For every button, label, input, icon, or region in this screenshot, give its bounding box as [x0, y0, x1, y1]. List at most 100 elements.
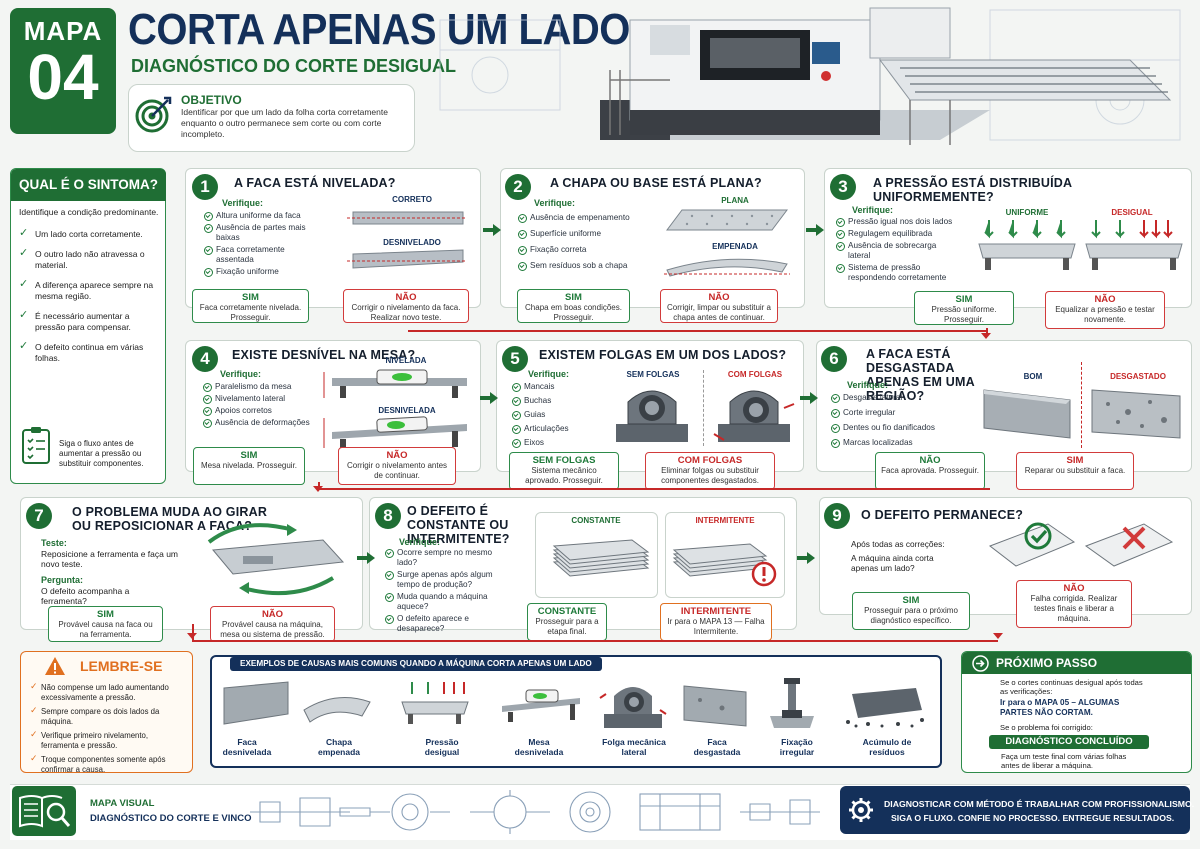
- symptom-panel: QUAL É O SINTOMA? Identifique a condição…: [10, 168, 166, 484]
- plate-warped-icon: [303, 697, 371, 723]
- clipboard-icon: [22, 427, 50, 464]
- check-item: Ausência de partes mais baixas: [204, 223, 324, 243]
- step-4-title: EXISTE DESNÍVEL NA MESA?: [232, 348, 416, 362]
- step-3-title: A PRESSÃO ESTÁ DISTRIBUÍDA UNIFORMEMENTE…: [873, 176, 1072, 204]
- target-icon: [135, 96, 172, 133]
- check-item: Faca corretamente assentada: [204, 245, 324, 265]
- next-step-link[interactable]: Ir para o MAPA 05 – ALGUMAS PARTES NÃO C…: [1000, 698, 1120, 717]
- step-7-test-label: Teste:: [41, 538, 67, 548]
- pressure-uneven-icon: [401, 682, 469, 724]
- symptom-list: Um lado corta corretamente. O outro lado…: [19, 228, 159, 373]
- check-item: Superfície uniforme: [518, 229, 640, 239]
- step-8-img2-label: INTERMITENTE: [695, 516, 755, 525]
- sheet-stack-intermittent-image: [672, 543, 777, 587]
- map-number: 04: [27, 41, 99, 113]
- residue-icon: [846, 688, 924, 728]
- reminder-item: Não compense um lado aumentando excessiv…: [30, 682, 185, 702]
- step-1-checks: Altura uniforme da faca Ausência de part…: [204, 211, 324, 279]
- objective-box: OBJETIVO Identificar por que um lado da …: [128, 84, 415, 152]
- knife-good-image: [983, 389, 1071, 439]
- step-8-verify: Verifique:: [399, 537, 441, 547]
- step-9-q2: A máquina ainda corta apenas um lado?: [851, 553, 934, 573]
- flow-arrow-icon: [483, 224, 501, 236]
- step-8-title: O DEFEITO É CONSTANTE OU INTERMITENTE?: [407, 504, 510, 546]
- flow-arrow-icon: [357, 552, 375, 564]
- map-badge: MAPA 04: [10, 8, 116, 134]
- flow-arrow-icon: [797, 552, 815, 564]
- knife-level-correct-image: [347, 211, 465, 225]
- knife-worn-icon: [683, 685, 747, 727]
- check-item: Paralelismo da mesa: [203, 382, 311, 392]
- step-6-verify: Verifique:: [847, 380, 889, 390]
- step-3-verify: Verifique:: [852, 205, 894, 215]
- step-5-img2-label: COM FOLGAS: [727, 370, 783, 379]
- flow-line: [192, 640, 998, 642]
- bearing-tight-image: [616, 390, 688, 442]
- step-6-img2-label: DESGASTADO: [1110, 372, 1166, 381]
- check-item: Guias: [512, 410, 592, 420]
- check-item: Regulagem equilibrada: [836, 229, 954, 239]
- symptom-intro: Identifique a condição predominante.: [19, 207, 159, 217]
- step-1-img2-label: DESNIVELADO: [383, 238, 441, 247]
- step-4-number: 4: [192, 346, 218, 372]
- step-5-title: EXISTEM FOLGAS EM UM DOS LADOS?: [539, 348, 787, 362]
- table-uneven-image: [323, 416, 467, 449]
- cause-label: Fixação irregular: [779, 737, 815, 757]
- symptom-item: A diferença aparece sempre na mesma regi…: [19, 279, 159, 302]
- result-fail-image: [1084, 523, 1174, 567]
- mechanical-parts-sketch: [250, 790, 820, 834]
- cause-label: Folga mecânica lateral: [602, 737, 666, 757]
- causes-title: EXEMPLOS DE CAUSAS MAIS COMUNS QUANDO A …: [230, 657, 602, 671]
- check-item: Fixação uniforme: [204, 267, 324, 277]
- step-7-test-text: Reposicione a ferramenta e faça um novo …: [41, 549, 179, 569]
- flow-arrow-icon: [800, 392, 818, 404]
- check-item: Muda quando a máquina aquece?: [385, 592, 493, 612]
- next-step-title: PRÓXIMO PASSO: [996, 656, 1098, 670]
- step-3-img1-label: UNIFORME: [1005, 208, 1049, 217]
- next-step-text1: Se o cortes continuas desigual após toda…: [1000, 678, 1143, 696]
- step-4-img1-label: NIVELADA: [385, 356, 427, 365]
- gear-icon: [849, 798, 873, 822]
- table-uneven-icon: [502, 689, 580, 722]
- cause-label: Pressão desigual: [424, 737, 460, 757]
- step-7-title: O PROBLEMA MUDA AO GIRAR OU REPOSICIONAR…: [72, 505, 268, 533]
- check-item: Ausência de empenamento: [518, 213, 640, 223]
- flow-line: [192, 624, 194, 640]
- symptom-item: O defeito continua em várias folhas.: [19, 341, 159, 364]
- rotate-tool-image: [207, 523, 345, 596]
- check-item: O defeito aparece e desaparece?: [385, 614, 493, 634]
- step-6-checks: Desgaste lateral Corte irregular Dentes …: [831, 393, 961, 450]
- pressure-uneven-image: [1085, 220, 1183, 270]
- footer-message-1: DIAGNOSTICAR COM MÉTODO É TRABALHAR COM …: [884, 799, 1195, 809]
- check-item: Ausência de deformações: [203, 418, 311, 428]
- step-3-number: 3: [830, 174, 856, 200]
- symptom-footer: Siga o fluxo antes de aumentar a pressão…: [59, 439, 144, 468]
- step-2-img1-label: PLANA: [721, 196, 749, 205]
- bolt-icon: [770, 678, 814, 728]
- flow-arrow-down-icon: [187, 633, 197, 639]
- check-item: Nivelamento lateral: [203, 394, 311, 404]
- footer-message-2: SIGA O FLUXO. CONFIE NO PROCESSO. ENTREG…: [891, 813, 1175, 823]
- symptom-item: O outro lado não atravessa o material.: [19, 248, 159, 271]
- cause-label: Acúmulo de resíduos: [862, 737, 912, 757]
- flow-line: [318, 488, 990, 490]
- symptom-title: QUAL É O SINTOMA?: [11, 169, 166, 201]
- step-1-card: [185, 168, 481, 308]
- arrow-right-circle-icon: [972, 655, 989, 672]
- knife-worn-image: [1091, 389, 1181, 439]
- cause-label: Faca desgastada: [693, 737, 741, 757]
- flow-line: [986, 328, 988, 336]
- book-search-icon: [12, 786, 76, 836]
